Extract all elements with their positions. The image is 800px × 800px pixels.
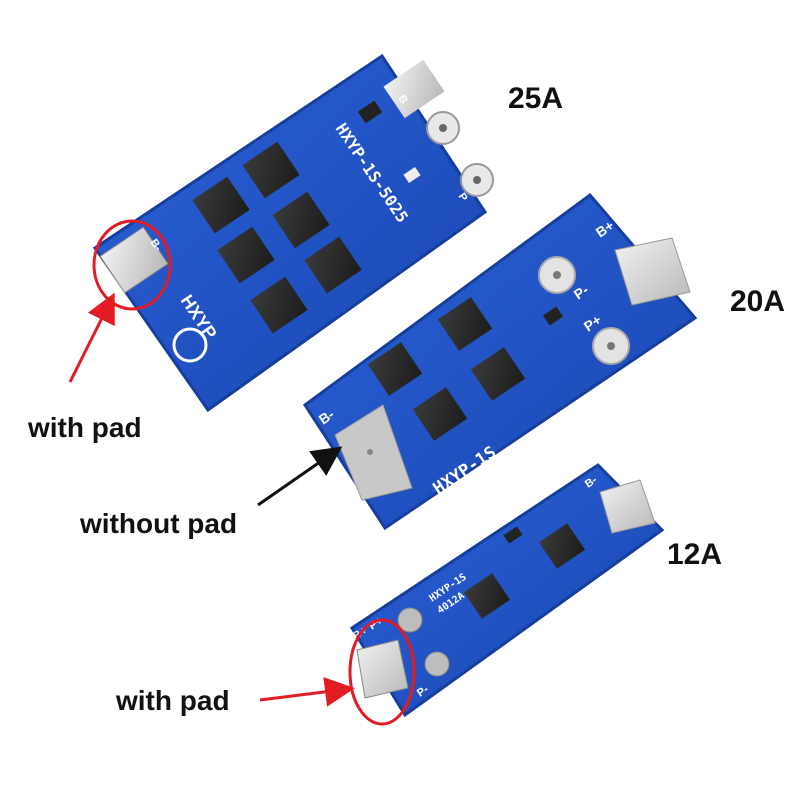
pad-annotation: with pad [28,412,142,443]
mosfet-chip [437,297,493,351]
current-rating-label: 25A [508,82,564,115]
smd-resistor [403,166,421,184]
pad-annotation: with pad [116,685,230,716]
solder-pad-b-minus [356,639,409,699]
mosfet-chip [250,276,308,334]
arrow-icon [259,676,355,707]
mosfet-chip [242,141,300,199]
mosfet-chip [538,523,586,569]
current-rating-label: 12A [667,538,723,571]
hole-center [553,271,561,279]
control-ic [543,306,563,326]
mosfet-chip [217,226,275,284]
control-ic [503,526,523,544]
solder-pad-b-minus [99,226,169,294]
mosfet-chip [272,191,330,249]
mosfet-chip [463,573,511,619]
board-25a: HXYP HXYP-1S-5025 B- B P [92,53,494,413]
arrow-icon [257,446,343,507]
hole-center [439,124,447,132]
solder-pad-b-plus [614,237,691,306]
mosfet-chip [192,176,250,234]
solder-pad-b-plus [599,479,656,534]
terminal-hole [397,607,423,633]
highlight-circle [348,618,416,726]
current-rating-label: 20A [730,285,786,318]
arrow-icon [68,292,115,383]
mosfet-chip [367,342,423,396]
pad-annotation: without pad [80,508,238,539]
mosfet-chip [304,236,362,294]
bare-copper-pad-b-minus [334,404,413,501]
via [367,449,373,455]
board-20a: B- B+ P- P+ HXYP-1S [302,192,698,531]
brand-logo-icon [172,327,208,363]
hole-center [473,176,481,184]
mosfet-chip [470,347,526,401]
highlight-circle [92,219,172,311]
hole-center [607,342,615,350]
terminal-hole [424,651,450,677]
solder-pad-b [383,59,445,119]
mosfet-chip [412,387,468,441]
control-ic [357,100,383,124]
board-12a: B+ P+ B- P- HXYP-1S 4012A [349,463,665,718]
